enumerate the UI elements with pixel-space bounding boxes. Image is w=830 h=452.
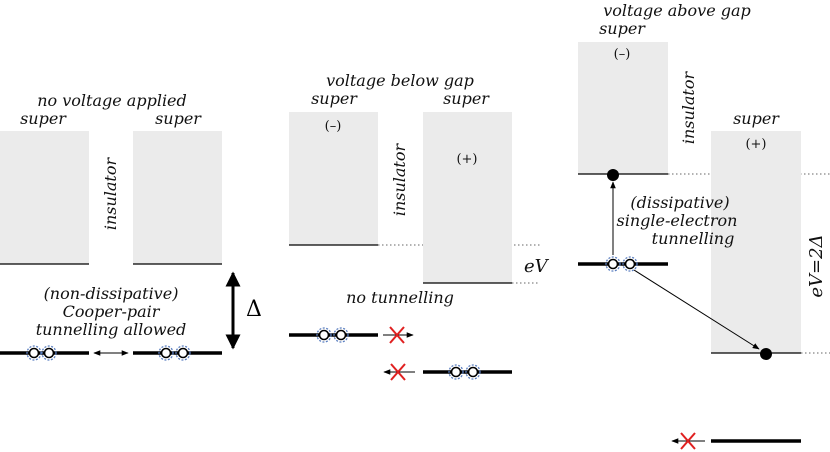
middle-left-superconductor-block — [289, 112, 378, 245]
cooper-pair-middle-right — [448, 364, 481, 380]
blocked-cross-right — [389, 326, 405, 344]
cooper-pair-middle-left — [316, 327, 349, 343]
cooper-pair-right — [158, 345, 191, 361]
panel-right-title: voltage above gap — [603, 1, 751, 20]
electron-down-arrow — [633, 269, 760, 350]
panel-right-left-sign: (–) — [614, 47, 631, 62]
panel-middle-right-super-label: super — [443, 89, 490, 108]
panel-middle-no-tunnelling-note: no tunnelling — [346, 288, 454, 307]
panel-middle-title: voltage below gap — [326, 71, 474, 90]
excited-electron-lower — [760, 348, 772, 360]
cooper-pair-left — [26, 345, 57, 361]
blocked-cross-bottom — [680, 432, 696, 450]
panel-left-insulator-label: insulator — [101, 157, 120, 231]
panel-right-note-line1: (dissipative) — [630, 193, 729, 212]
blocked-cross-left — [390, 363, 406, 381]
middle-right-superconductor-block — [423, 112, 512, 283]
panel-right-note-line3: tunnelling — [652, 229, 735, 248]
panel-left-left-super-label: super — [20, 109, 67, 128]
gap-delta-label: Δ — [246, 297, 262, 322]
cooper-pair-right-panel — [605, 256, 638, 272]
panel-right-right-sign: (+) — [745, 137, 766, 152]
panel-left-note-line1: (non-dissipative) — [44, 284, 179, 303]
panel-middle-insulator-label: insulator — [390, 143, 409, 217]
panel-left-note-line2: Cooper-pair — [63, 302, 161, 321]
left-superconductor-block — [0, 131, 89, 264]
panel-right-insulator-label: insulator — [679, 71, 698, 145]
excited-electron-upper — [607, 169, 619, 181]
panel-no-voltage: no voltage applied super super insulator… — [0, 91, 262, 361]
panel-left-right-super-label: super — [155, 109, 202, 128]
panel-right-note-line2: single-electron — [617, 211, 738, 230]
panel-left-title: no voltage applied — [37, 91, 187, 110]
right-right-superconductor-block — [711, 131, 801, 353]
panel-below-gap: voltage below gap super super (–) (+) in… — [289, 71, 550, 381]
panel-right-right-super-label: super — [733, 109, 780, 128]
right-superconductor-block — [133, 131, 222, 264]
right-left-superconductor-block — [578, 42, 668, 174]
panel-middle-left-super-label: super — [311, 89, 358, 108]
panel-above-gap: voltage above gap super super (–) (+) in… — [578, 1, 830, 450]
panel-right-ev-label: eV=2Δ — [806, 234, 827, 297]
panel-middle-right-sign: (+) — [456, 152, 477, 167]
panel-middle-left-sign: (–) — [325, 119, 342, 134]
panel-right-left-super-label: super — [599, 19, 646, 38]
panel-middle-ev-label: eV — [524, 256, 550, 277]
panel-left-note-line3: tunnelling allowed — [36, 320, 187, 339]
